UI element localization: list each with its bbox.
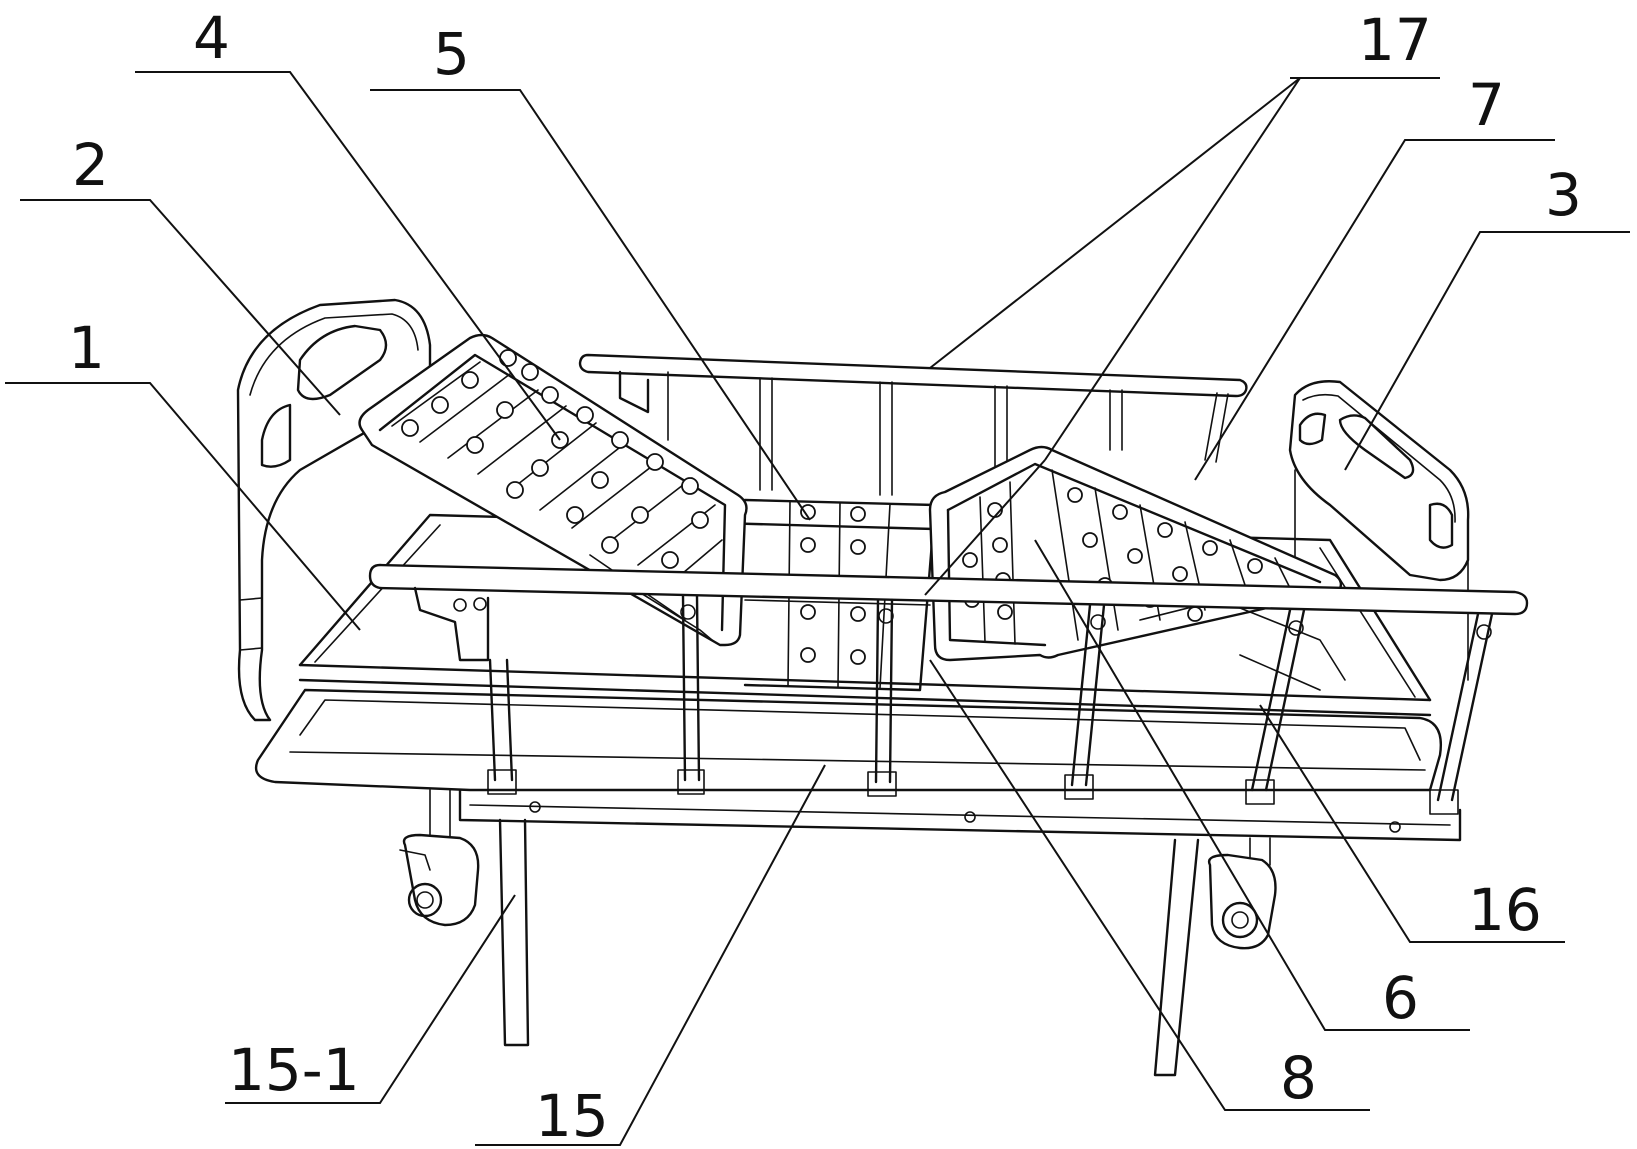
leader-16 (1259, 704, 1565, 943)
foot-board (1288, 380, 1470, 681)
leader-15 (475, 764, 826, 1146)
label-4: 4 (193, 4, 230, 72)
side-rail-back (578, 353, 1248, 496)
label-6: 6 (1382, 964, 1419, 1032)
label-5: 5 (433, 20, 470, 88)
bed-frame (298, 513, 1432, 717)
label-3: 3 (1545, 161, 1582, 229)
back-rest-panel (358, 333, 748, 647)
label-1: 1 (68, 314, 105, 382)
head-board (236, 298, 432, 722)
label-16: 16 (1468, 876, 1542, 944)
leader-3 (1344, 231, 1630, 471)
label-7: 7 (1468, 71, 1505, 139)
label-17: 17 (1358, 6, 1432, 74)
label-15: 15 (535, 1082, 609, 1149)
leader-17b (1044, 77, 1301, 461)
leader-8 (929, 659, 1370, 1111)
leader-4 (135, 71, 561, 441)
leader-6 (1034, 539, 1470, 1031)
part-labels: 1 2 4 5 17 7 3 16 6 8 15 15-1 (68, 4, 1582, 1149)
leader-17a (929, 77, 1301, 369)
side-rail-front (368, 563, 1529, 815)
leader-lines (5, 71, 1630, 1146)
label-15-1: 15-1 (228, 1036, 360, 1104)
label-2: 2 (72, 131, 109, 199)
label-8: 8 (1280, 1044, 1317, 1112)
leader-5 (370, 89, 811, 521)
leader-17c (924, 459, 1046, 596)
leader-1 (5, 382, 361, 631)
leader-7 (1194, 139, 1555, 481)
leader-15-1 (225, 894, 516, 1104)
leg-rest-panel (928, 445, 1346, 691)
seat-panel (743, 498, 937, 692)
leader-2 (20, 199, 341, 416)
bed-base-platform (254, 688, 1462, 842)
caster-wheels (399, 833, 1277, 950)
